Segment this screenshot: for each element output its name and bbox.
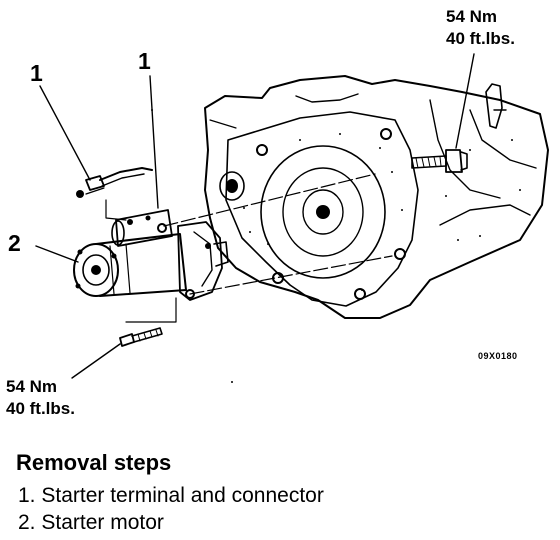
removal-step: 1. Starter terminal and connector: [18, 484, 324, 507]
upper-mounting-bolt: [411, 149, 468, 173]
torque-spec-top: 54 Nm 40 ft.lbs.: [446, 6, 515, 50]
callout-2: 2: [8, 230, 21, 256]
torque-top-nm: 54 Nm: [446, 7, 498, 26]
lower-alignment-line: [189, 255, 393, 295]
removal-steps-list: 1. Starter terminal and connector 2. Sta…: [18, 482, 324, 536]
removal-steps-heading: Removal steps: [16, 450, 172, 475]
starter-terminal-connector: [76, 167, 153, 198]
starter-motor: [73, 209, 229, 301]
callout-2-leader: [35, 245, 79, 263]
lower-mounting-bolt: [119, 327, 163, 347]
removal-step: 2. Starter motor: [18, 511, 164, 534]
torque-top-ftlbs: 40 ft.lbs.: [446, 29, 515, 48]
upper-alignment-line: [163, 173, 376, 227]
figure-code: 09X0180: [478, 351, 518, 361]
callout-1-right: 1: [138, 48, 151, 74]
callout-1-left: 1: [30, 60, 43, 86]
terminal-alignment-path: [105, 199, 127, 221]
torque-bottom-nm: 54 Nm: [6, 377, 58, 396]
transaxle-housing: [204, 75, 549, 319]
torque-bottom-ftlbs: 40 ft.lbs.: [6, 399, 75, 418]
lower-torque-leader: [71, 343, 121, 379]
callout-1-leader-right: [149, 75, 159, 209]
callout-1-leader-left: [39, 85, 91, 181]
lower-bolt-path: [125, 297, 177, 323]
torque-spec-bottom: 54 Nm 40 ft.lbs.: [6, 376, 75, 420]
upper-torque-leader: [455, 53, 475, 149]
